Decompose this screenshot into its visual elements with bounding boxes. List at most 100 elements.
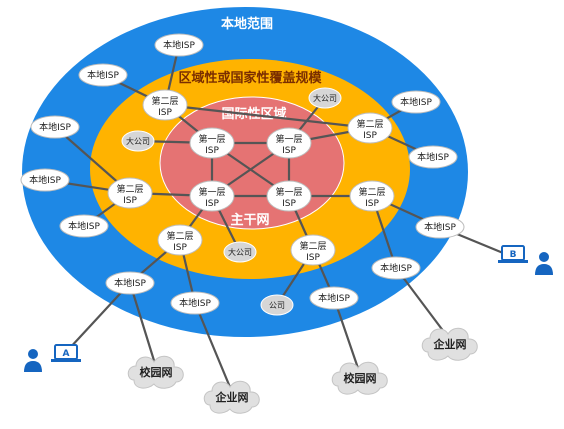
big-company-left-shape bbox=[121, 130, 155, 152]
laptop-a-base bbox=[51, 359, 81, 362]
local-isp-shape-8 bbox=[415, 215, 465, 239]
local-isp-label-5: 本地ISP bbox=[68, 220, 100, 232]
local-region-label: 本地范围 bbox=[221, 16, 273, 32]
big-company-bottom-shape bbox=[223, 241, 257, 263]
campus-network-cloud-left: 校园网 bbox=[127, 355, 184, 389]
backbone-label: 主干网 bbox=[230, 212, 269, 228]
user-a-head-icon bbox=[28, 349, 38, 359]
local-isp-shape-7 bbox=[408, 145, 458, 169]
campus-network-cloud-right-shape bbox=[331, 361, 388, 395]
campus-network-cloud-left-shape bbox=[127, 355, 184, 389]
local-isp-label-11: 本地ISP bbox=[179, 297, 211, 309]
local-isp-shape-9 bbox=[371, 256, 421, 280]
local-isp-shape-1 bbox=[154, 33, 204, 57]
tier2-bottom-shape bbox=[290, 234, 336, 266]
company-bottom-node: 公司 bbox=[260, 294, 294, 316]
local-isp-shape-12 bbox=[309, 286, 359, 310]
local-isp-node-10: 本地ISP bbox=[105, 271, 155, 295]
local-isp-label-1: 本地ISP bbox=[163, 39, 195, 51]
tier1-bottom-right-shape bbox=[266, 180, 312, 212]
enterprise-network-cloud-right-label: 企业网 bbox=[433, 337, 467, 351]
local-isp-label-2: 本地ISP bbox=[87, 69, 119, 81]
tier2-top-shape bbox=[142, 89, 188, 121]
big-company-top-node: 大公司 bbox=[308, 87, 342, 109]
big-company-left-node: 大公司 bbox=[121, 130, 155, 152]
host-b-label: B bbox=[510, 250, 517, 260]
tier2-right-shape bbox=[349, 180, 395, 212]
local-isp-label-7: 本地ISP bbox=[417, 151, 449, 163]
local-isp-node-4: 本地ISP bbox=[20, 168, 70, 192]
local-isp-shape-11 bbox=[170, 291, 220, 315]
regional-region-label: 区域性或国家性覆盖规模 bbox=[178, 70, 322, 86]
local-isp-shape-2 bbox=[78, 63, 128, 87]
local-isp-shape-3 bbox=[30, 115, 80, 139]
enterprise-network-cloud-right: 企业网 bbox=[421, 327, 478, 361]
enterprise-network-cloud-left: 企业网 bbox=[203, 380, 260, 414]
host-b: B bbox=[498, 245, 553, 275]
company-bottom-label: 公司 bbox=[269, 301, 285, 310]
campus-network-cloud-right-label: 校园网 bbox=[344, 371, 377, 385]
local-isp-node-1: 本地ISP bbox=[154, 33, 204, 57]
user-b-body-icon bbox=[535, 264, 553, 275]
local-isp-label-10: 本地ISP bbox=[114, 277, 146, 289]
tier2-lower-left-shape bbox=[157, 224, 203, 256]
local-isp-label-3: 本地ISP bbox=[39, 121, 71, 133]
big-company-bottom-label: 大公司 bbox=[228, 247, 252, 257]
local-isp-label-12: 本地ISP bbox=[318, 292, 350, 304]
company-bottom-shape bbox=[260, 294, 294, 316]
tier1-bottom-left-shape bbox=[189, 180, 235, 212]
local-isp-node-8: 本地ISP bbox=[415, 215, 465, 239]
local-isp-label-8: 本地ISP bbox=[424, 221, 456, 233]
tier2-left-shape bbox=[107, 177, 153, 209]
user-a-body-icon bbox=[24, 361, 42, 372]
big-company-top-shape bbox=[308, 87, 342, 109]
local-isp-shape-6 bbox=[391, 90, 441, 114]
tier2-upper-right-shape bbox=[347, 112, 393, 144]
local-isp-node-7: 本地ISP bbox=[408, 145, 458, 169]
tier1-top-right-shape bbox=[266, 127, 312, 159]
local-isp-node-2: 本地ISP bbox=[78, 63, 128, 87]
big-company-left-label: 大公司 bbox=[126, 136, 150, 146]
local-isp-shape-4 bbox=[20, 168, 70, 192]
local-isp-label-4: 本地ISP bbox=[29, 174, 61, 186]
campus-network-cloud-right: 校园网 bbox=[331, 361, 388, 395]
enterprise-network-cloud-right-shape bbox=[421, 327, 478, 361]
local-isp-label-6: 本地ISP bbox=[400, 96, 432, 108]
local-isp-node-6: 本地ISP bbox=[391, 90, 441, 114]
user-b-head-icon bbox=[539, 252, 549, 262]
laptop-b-base bbox=[498, 260, 528, 263]
local-isp-node-3: 本地ISP bbox=[30, 115, 80, 139]
local-isp-node-11: 本地ISP bbox=[170, 291, 220, 315]
host-a: A bbox=[24, 344, 81, 372]
big-company-top-label: 大公司 bbox=[313, 93, 337, 103]
local-isp-node-12: 本地ISP bbox=[309, 286, 359, 310]
local-isp-shape-5 bbox=[59, 214, 109, 238]
enterprise-network-cloud-left-label: 企业网 bbox=[215, 390, 249, 404]
local-isp-shape-10 bbox=[105, 271, 155, 295]
tier1-top-left-shape bbox=[189, 127, 235, 159]
local-isp-node-9: 本地ISP bbox=[371, 256, 421, 280]
big-company-bottom-node: 大公司 bbox=[223, 241, 257, 263]
host-a-label: A bbox=[63, 349, 70, 359]
local-isp-node-5: 本地ISP bbox=[59, 214, 109, 238]
